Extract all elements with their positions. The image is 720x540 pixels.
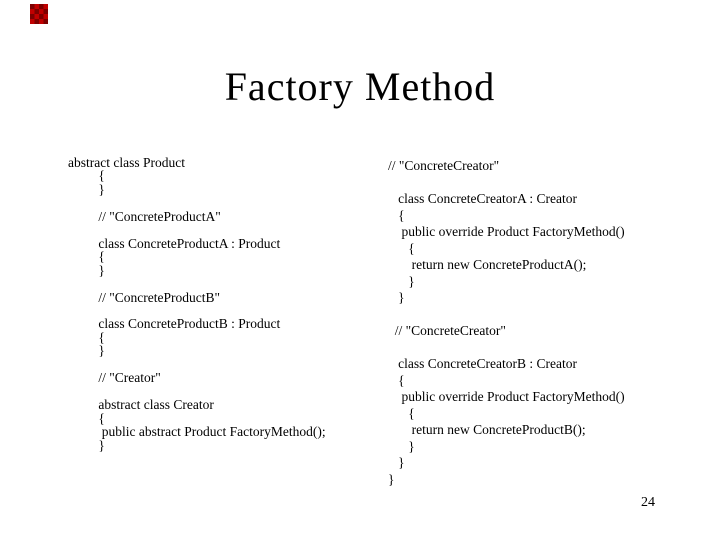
code-block-products: abstract class Product { } // "ConcreteP…: [68, 155, 326, 453]
slide-title: Factory Method: [224, 64, 496, 109]
page-number: 24: [641, 495, 655, 510]
checkered-logo-icon: [30, 4, 48, 24]
code-block-creators: // "ConcreteCreator" class ConcreteCreat…: [388, 158, 625, 487]
